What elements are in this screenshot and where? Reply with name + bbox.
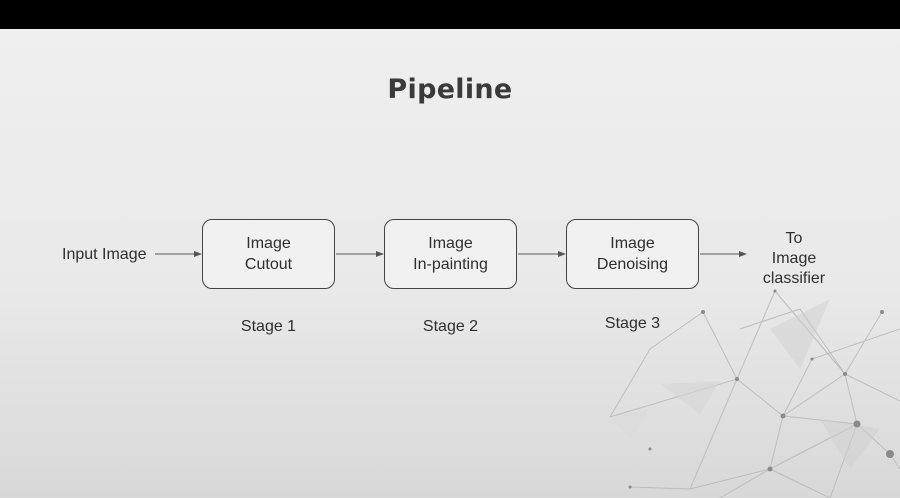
stage-box-inpainting: Image In-painting [384,219,517,289]
stage-box-line2: Cutout [244,256,293,273]
stage-box-line1: Image [610,235,655,252]
slide: Pipeline Input Image Image Cutout Image … [0,29,900,498]
network-decoration [609,289,900,498]
stage-box-denoising: Image Denoising [566,219,699,289]
top-black-bar [0,0,900,29]
stage-box-cutout: Image Cutout [202,219,335,289]
slide-title: Pipeline [387,74,513,105]
stage-3-label: Stage 3 [604,315,661,332]
stage-2-label: Stage 2 [422,318,479,335]
output-label-line1: To [785,230,803,247]
output-label-line2: Image [771,250,817,267]
output-label: To Image classifier [744,229,844,289]
stage-1-label: Stage 1 [240,318,297,335]
stage-box-line1: Image [246,235,291,252]
output-label-line3: classifier [762,270,826,287]
input-image-label: Input Image [62,246,147,263]
stage-box-line2: Denoising [596,256,669,273]
stage-box-line2: In-painting [413,256,488,273]
stage-box-line1: Image [428,235,473,252]
flow-arrows [155,251,747,257]
